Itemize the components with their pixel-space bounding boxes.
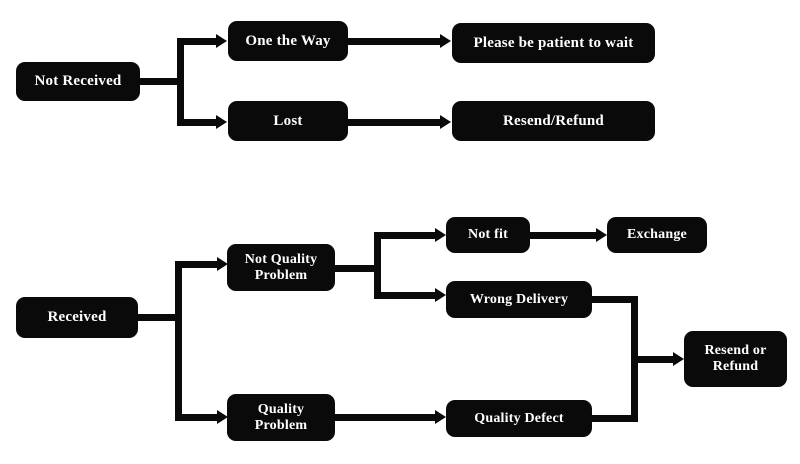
connector-wrong-delivery-to-merge (590, 296, 638, 303)
connector-to-one-the-way (177, 38, 221, 45)
node-not-received-label: Not Received (34, 73, 122, 90)
node-please-be-patient-label: Please be patient to wait (473, 34, 634, 51)
node-quality-defect-label: Quality Defect (474, 410, 564, 426)
node-resend-or-refund-label-line1: Resend or (704, 343, 767, 359)
node-lost[interactable]: Lost (228, 101, 348, 141)
connector-not-fit-to-exchange (530, 232, 601, 239)
node-wrong-delivery[interactable]: Wrong Delivery (446, 281, 592, 318)
node-not-quality-problem-label-line1: Not Quality (244, 251, 318, 267)
arrowhead-to-one-the-way (216, 34, 227, 48)
arrowhead-to-not-fit (435, 228, 446, 242)
connector-quality-defect-to-merge (590, 415, 638, 422)
node-resend-refund-label: Resend/Refund (503, 112, 604, 129)
arrowhead-to-resend-refund (440, 115, 451, 129)
connector-subjunction-vertical (374, 232, 381, 299)
connector-to-not-fit (374, 232, 440, 239)
node-please-be-patient-to-wait[interactable]: Please be patient to wait (452, 23, 655, 63)
node-not-quality-problem-label-line2: Problem (254, 267, 308, 283)
connector-lost-to-resend-refund (348, 119, 445, 126)
node-resend-or-refund-label-line2: Refund (712, 359, 759, 374)
node-received[interactable]: Received (16, 297, 138, 338)
node-quality-problem-label-line1: Quality (257, 401, 305, 417)
node-quality-defect[interactable]: Quality Defect (446, 400, 592, 437)
connector-to-lost (177, 119, 221, 126)
connector-not-quality-problem-to-subjunction (334, 265, 380, 272)
node-lost-label: Lost (273, 112, 303, 129)
node-received-label: Received (47, 309, 107, 326)
node-resend-refund[interactable]: Resend/Refund (452, 101, 655, 141)
node-not-fit[interactable]: Not fit (446, 217, 530, 253)
node-resend-or-refund[interactable]: Resend or Refund (684, 331, 787, 387)
arrowhead-to-lost (216, 115, 227, 129)
connector-to-not-quality-problem (175, 261, 222, 268)
connector-not-received-to-junction (138, 78, 184, 85)
connector-received-to-junction (136, 314, 182, 321)
node-not-received[interactable]: Not Received (16, 62, 140, 101)
arrowhead-to-wrong-delivery (435, 288, 446, 302)
node-not-quality-problem[interactable]: Not Quality Problem (227, 244, 335, 291)
node-not-fit-label: Not fit (468, 227, 508, 243)
connector-to-quality-problem (175, 414, 222, 421)
connector-one-the-way-to-wait (348, 38, 445, 45)
arrowhead-to-exchange (596, 228, 607, 242)
node-one-the-way-label: One the Way (245, 32, 331, 49)
connector-to-wrong-delivery (374, 292, 440, 299)
node-quality-problem[interactable]: Quality Problem (227, 394, 335, 441)
connector-merge-to-resend-or-refund (631, 356, 678, 363)
arrowhead-to-wait (440, 34, 451, 48)
arrowhead-to-not-quality-problem (217, 257, 228, 271)
arrowhead-to-quality-defect (435, 410, 446, 424)
node-one-the-way[interactable]: One the Way (228, 21, 348, 61)
node-exchange-label: Exchange (627, 227, 687, 243)
arrowhead-to-quality-problem (217, 410, 228, 424)
connector-quality-problem-to-quality-defect (334, 414, 440, 421)
connector-not-received-junction-vertical (177, 42, 184, 126)
node-wrong-delivery-label: Wrong Delivery (469, 291, 569, 307)
arrowhead-to-resend-or-refund (673, 352, 684, 366)
node-quality-problem-label-line2: Problem (254, 417, 308, 433)
node-exchange[interactable]: Exchange (607, 217, 707, 253)
connector-received-junction-vertical (175, 264, 182, 421)
